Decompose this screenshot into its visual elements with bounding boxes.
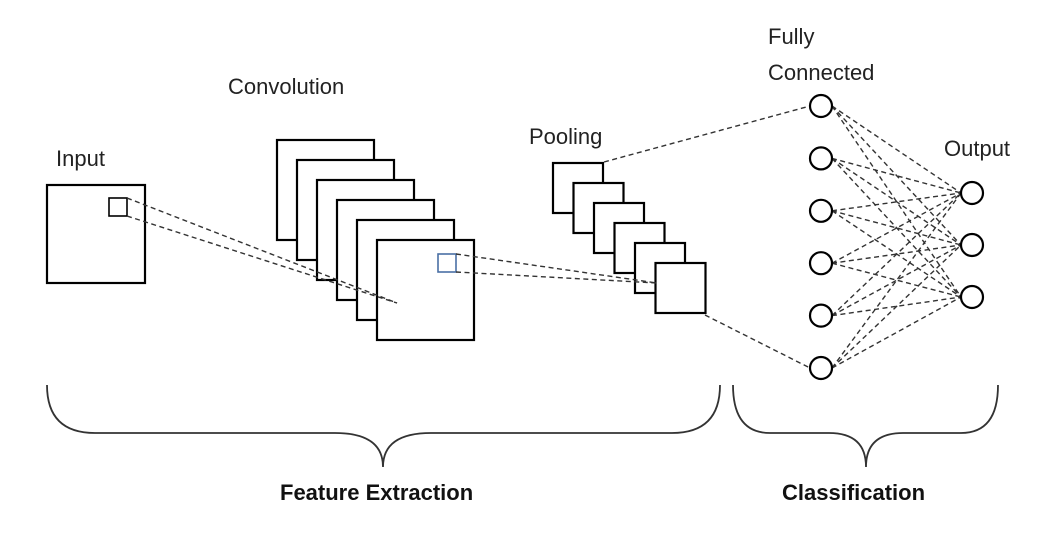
fc-output-edge	[831, 192, 962, 369]
output-node	[959, 284, 985, 310]
fc-output-edge	[831, 244, 962, 369]
input-to-conv-line-bottom	[126, 215, 398, 304]
fully-connected-node	[808, 303, 834, 328]
fc-output-edge	[831, 192, 962, 212]
fully-connected-node	[808, 251, 834, 276]
pooling-layer: Pooling	[529, 124, 707, 315]
feature-connections	[126, 105, 811, 369]
fully-connected-label-line2: Connected	[768, 60, 874, 85]
fully-connected-nodes	[808, 93, 834, 381]
pooling-feature-maps	[551, 161, 707, 315]
output-node	[959, 232, 985, 258]
convolution-feature-map	[375, 238, 476, 342]
pooling-label: Pooling	[529, 124, 602, 149]
pool-to-fc-line-top	[603, 105, 811, 163]
classifier-network: Fully Connected Output	[768, 24, 1010, 381]
output-nodes	[959, 180, 985, 310]
fully-connected-node	[808, 146, 834, 171]
feature-extraction-brace	[46, 384, 721, 468]
fully-connected-label-line1: Fully	[768, 24, 814, 49]
input-layer: Input	[45, 146, 147, 285]
input-image	[45, 183, 147, 285]
fc-output-edge	[831, 105, 962, 194]
output-label: Output	[944, 136, 1010, 161]
output-node	[959, 180, 985, 206]
convolution-feature-maps	[275, 138, 476, 342]
feature-extraction-label: Feature Extraction	[280, 480, 473, 505]
fc-output-edge	[831, 157, 962, 298]
fc-output-edge	[831, 157, 962, 194]
fully-connected-node	[808, 198, 834, 223]
fc-output-edge	[831, 296, 962, 317]
classification-label: Classification	[782, 480, 925, 505]
convolution-layer: Convolution	[228, 74, 476, 342]
convolution-receptive-field	[437, 253, 457, 273]
brace-feature-extraction: Feature Extraction	[46, 384, 721, 505]
input-receptive-field	[108, 197, 128, 217]
fc-output-edge	[831, 296, 962, 369]
fc-output-edge	[831, 157, 962, 246]
fc-output-edge	[831, 244, 962, 264]
pooling-feature-map	[654, 261, 707, 315]
brace-classification: Classification	[732, 384, 999, 505]
fc-output-edge	[831, 192, 962, 264]
fc-output-edge	[831, 210, 962, 246]
fc-output-edge	[831, 192, 962, 317]
input-label: Input	[56, 146, 105, 171]
pool-to-fc-line-bottom	[704, 314, 811, 369]
input-to-conv-line-top	[126, 197, 398, 304]
fc-output-edge	[831, 105, 962, 246]
fc-to-output-connections	[831, 105, 962, 369]
classification-brace	[732, 384, 999, 468]
fc-output-edge	[831, 262, 962, 298]
fc-output-edge	[831, 244, 962, 317]
fully-connected-node	[808, 355, 834, 381]
convolution-label: Convolution	[228, 74, 344, 99]
fully-connected-node	[808, 93, 834, 119]
